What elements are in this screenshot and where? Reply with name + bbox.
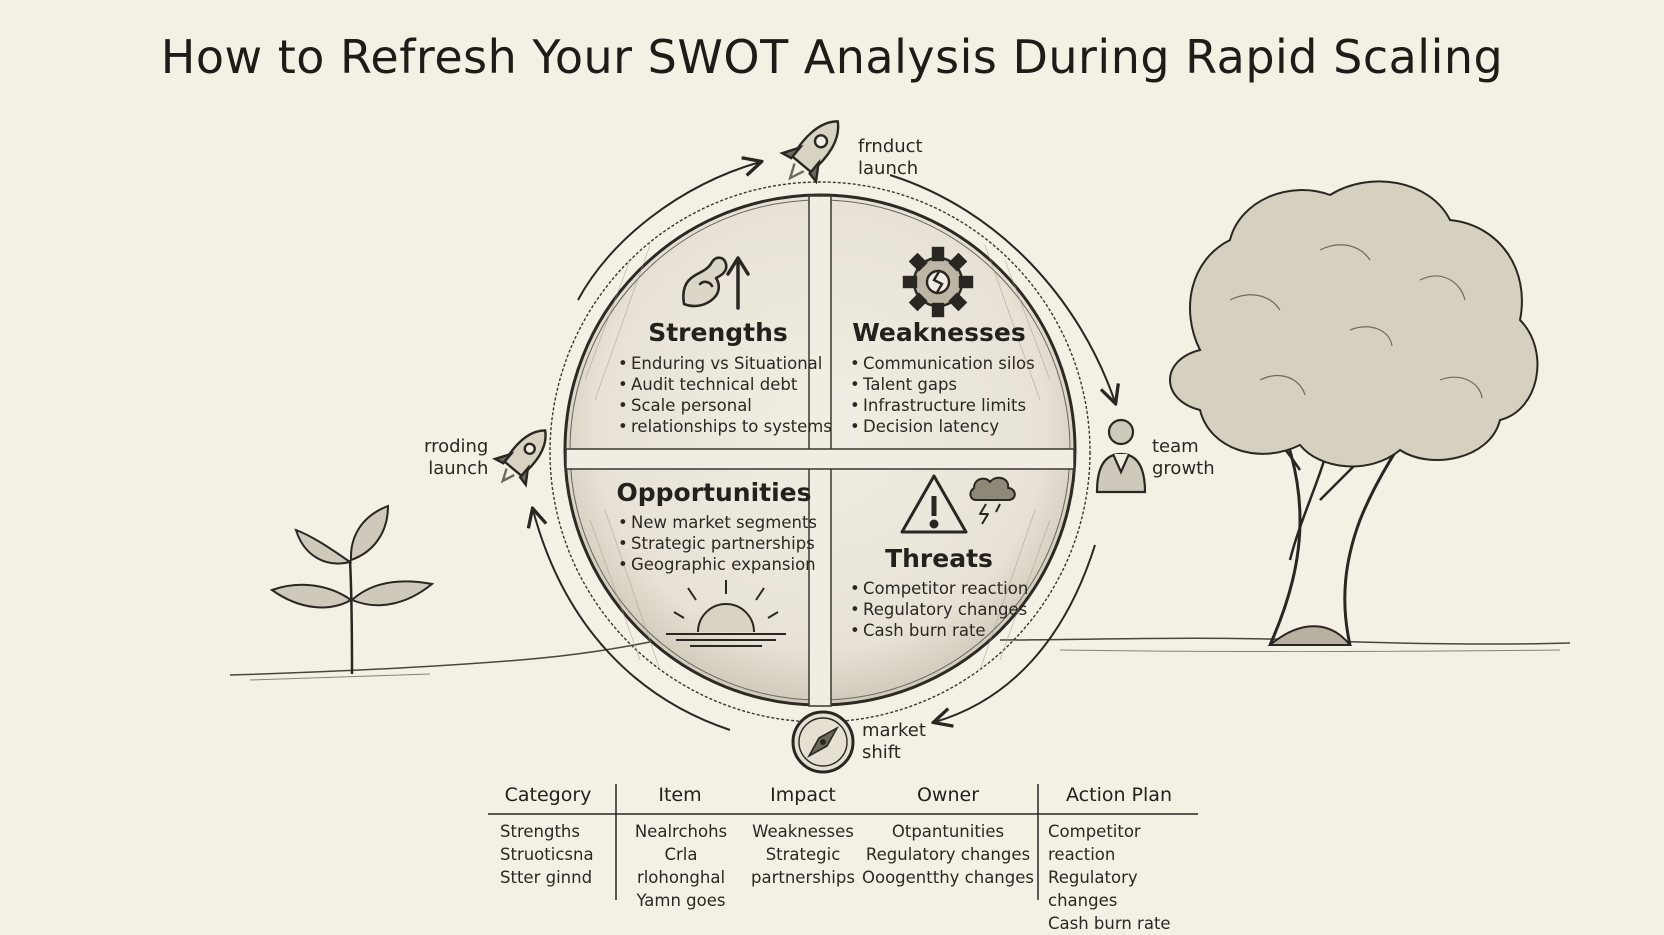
table-cell: Otpantunities	[891, 822, 1005, 841]
event-label-left-line2: launch	[428, 458, 489, 479]
table-column-item: Nealrchohs Crla rlohonghal Yamn goes	[618, 820, 744, 912]
table-header-action-plan: Action Plan	[1066, 784, 1172, 806]
event-label-bottom-line2: shift	[862, 742, 901, 763]
table-column-action-plan: Competitor reaction Regulatory changes C…	[1048, 820, 1204, 935]
table-cell: Ooogentthy changes	[862, 868, 1034, 887]
list-item: Geographic expansion	[618, 554, 817, 575]
list-item: Infrastructure limits	[850, 395, 1035, 416]
list-item: Audit technical debt	[618, 374, 832, 395]
table-cell: Competitor reaction	[1048, 822, 1141, 864]
quadrant-opportunities-title: Opportunities	[616, 478, 812, 507]
event-label-right: team growth	[1152, 436, 1215, 480]
table-cell: Stter ginnd	[500, 868, 593, 887]
table-header-impact: Impact	[770, 784, 836, 806]
rocket-icon	[779, 120, 840, 185]
person-icon	[1095, 418, 1147, 494]
event-label-bottom: market shift	[862, 720, 926, 764]
list-item: Decision latency	[850, 416, 1035, 437]
table-column-impact: Weaknesses Strategic partnerships	[744, 820, 862, 889]
quadrant-opportunities-list: New market segments Strategic partnershi…	[618, 512, 817, 575]
quadrant-threats-list: Competitor reaction Regulatory changes C…	[850, 578, 1028, 641]
list-item: Cash burn rate	[850, 620, 1028, 641]
page-title: How to Refresh Your SWOT Analysis During…	[160, 30, 1504, 84]
compass-icon	[791, 710, 855, 774]
list-item: Scale personal	[618, 395, 832, 416]
event-label-left: rroding launch	[424, 436, 488, 480]
table-header-owner: Owner	[916, 784, 980, 806]
table-cell: partnerships	[751, 868, 855, 887]
list-item: Competitor reaction	[850, 578, 1028, 599]
list-item-continued: relationships to systems	[618, 416, 832, 437]
cycle-arrow-top-left	[577, 162, 760, 301]
cycle-ring	[549, 181, 1091, 723]
event-label-right-line2: growth	[1152, 458, 1215, 479]
warning-storm-icon	[900, 474, 1016, 534]
event-label-top-line2: launch	[858, 158, 919, 179]
list-item: New market segments	[618, 512, 817, 533]
broken-gear-icon	[902, 246, 974, 318]
list-item: Regulatory changes	[850, 599, 1028, 620]
table-cell: Strengths	[500, 822, 580, 841]
event-label-top: frnduct launch	[858, 136, 923, 180]
quadrant-weaknesses-list: Communication silos Talent gaps Infrastr…	[850, 353, 1035, 437]
quadrant-threats-title: Threats	[885, 544, 993, 573]
table-cell: Weaknesses	[752, 822, 854, 841]
quadrant-strengths-list: Enduring vs Situational Audit technical …	[618, 353, 832, 437]
table-column-owner: Otpantunities Regulatory changes Ooogent…	[860, 820, 1036, 889]
event-label-right-line1: team	[1152, 436, 1199, 457]
rising-sun-icon	[666, 580, 786, 647]
table-header-item: Item	[658, 784, 702, 806]
cycle-arrow-bottom-left	[533, 510, 731, 731]
table-cell: Cash burn rate	[1048, 914, 1171, 933]
summary-table: Category Item Impact Owner Action Plan S…	[488, 784, 1208, 933]
table-header-category: Category	[504, 784, 592, 806]
cycle-arrow-bottom-right	[935, 544, 1096, 722]
list-item: Strategic partnerships	[618, 533, 817, 554]
table-cell: Strategic	[765, 845, 841, 864]
quadrant-strengths-title: Strengths	[648, 318, 788, 347]
list-item: Enduring vs Situational	[618, 353, 832, 374]
quadrant-weaknesses-title: Weaknesses	[852, 318, 1026, 347]
table-cell: Crla rlohonghal	[636, 845, 726, 887]
event-label-left-line1: rroding	[424, 436, 489, 457]
table-cell: Yamn goes	[636, 891, 726, 910]
list-item: Talent gaps	[850, 374, 1035, 395]
table-cell: Regulatory changes	[1048, 868, 1138, 910]
cycle-arrow-top-right	[889, 174, 1115, 402]
table-cell: Regulatory changes	[865, 845, 1031, 864]
table-column-category: Strengths Struoticsna Stter ginnd	[500, 820, 614, 889]
event-label-top-line1: frnduct	[858, 136, 923, 157]
seedling-plant	[269, 504, 435, 675]
tree	[1169, 180, 1539, 646]
event-label-bottom-line1: market	[862, 720, 926, 741]
flexed-arm-up-arrow-icon	[682, 256, 750, 310]
table-cell: Nealrchohs	[634, 822, 728, 841]
table-lines	[488, 784, 1198, 900]
rocket-icon-left	[491, 429, 547, 488]
list-item: Communication silos	[850, 353, 1035, 374]
table-cell: Struoticsna	[500, 845, 594, 864]
